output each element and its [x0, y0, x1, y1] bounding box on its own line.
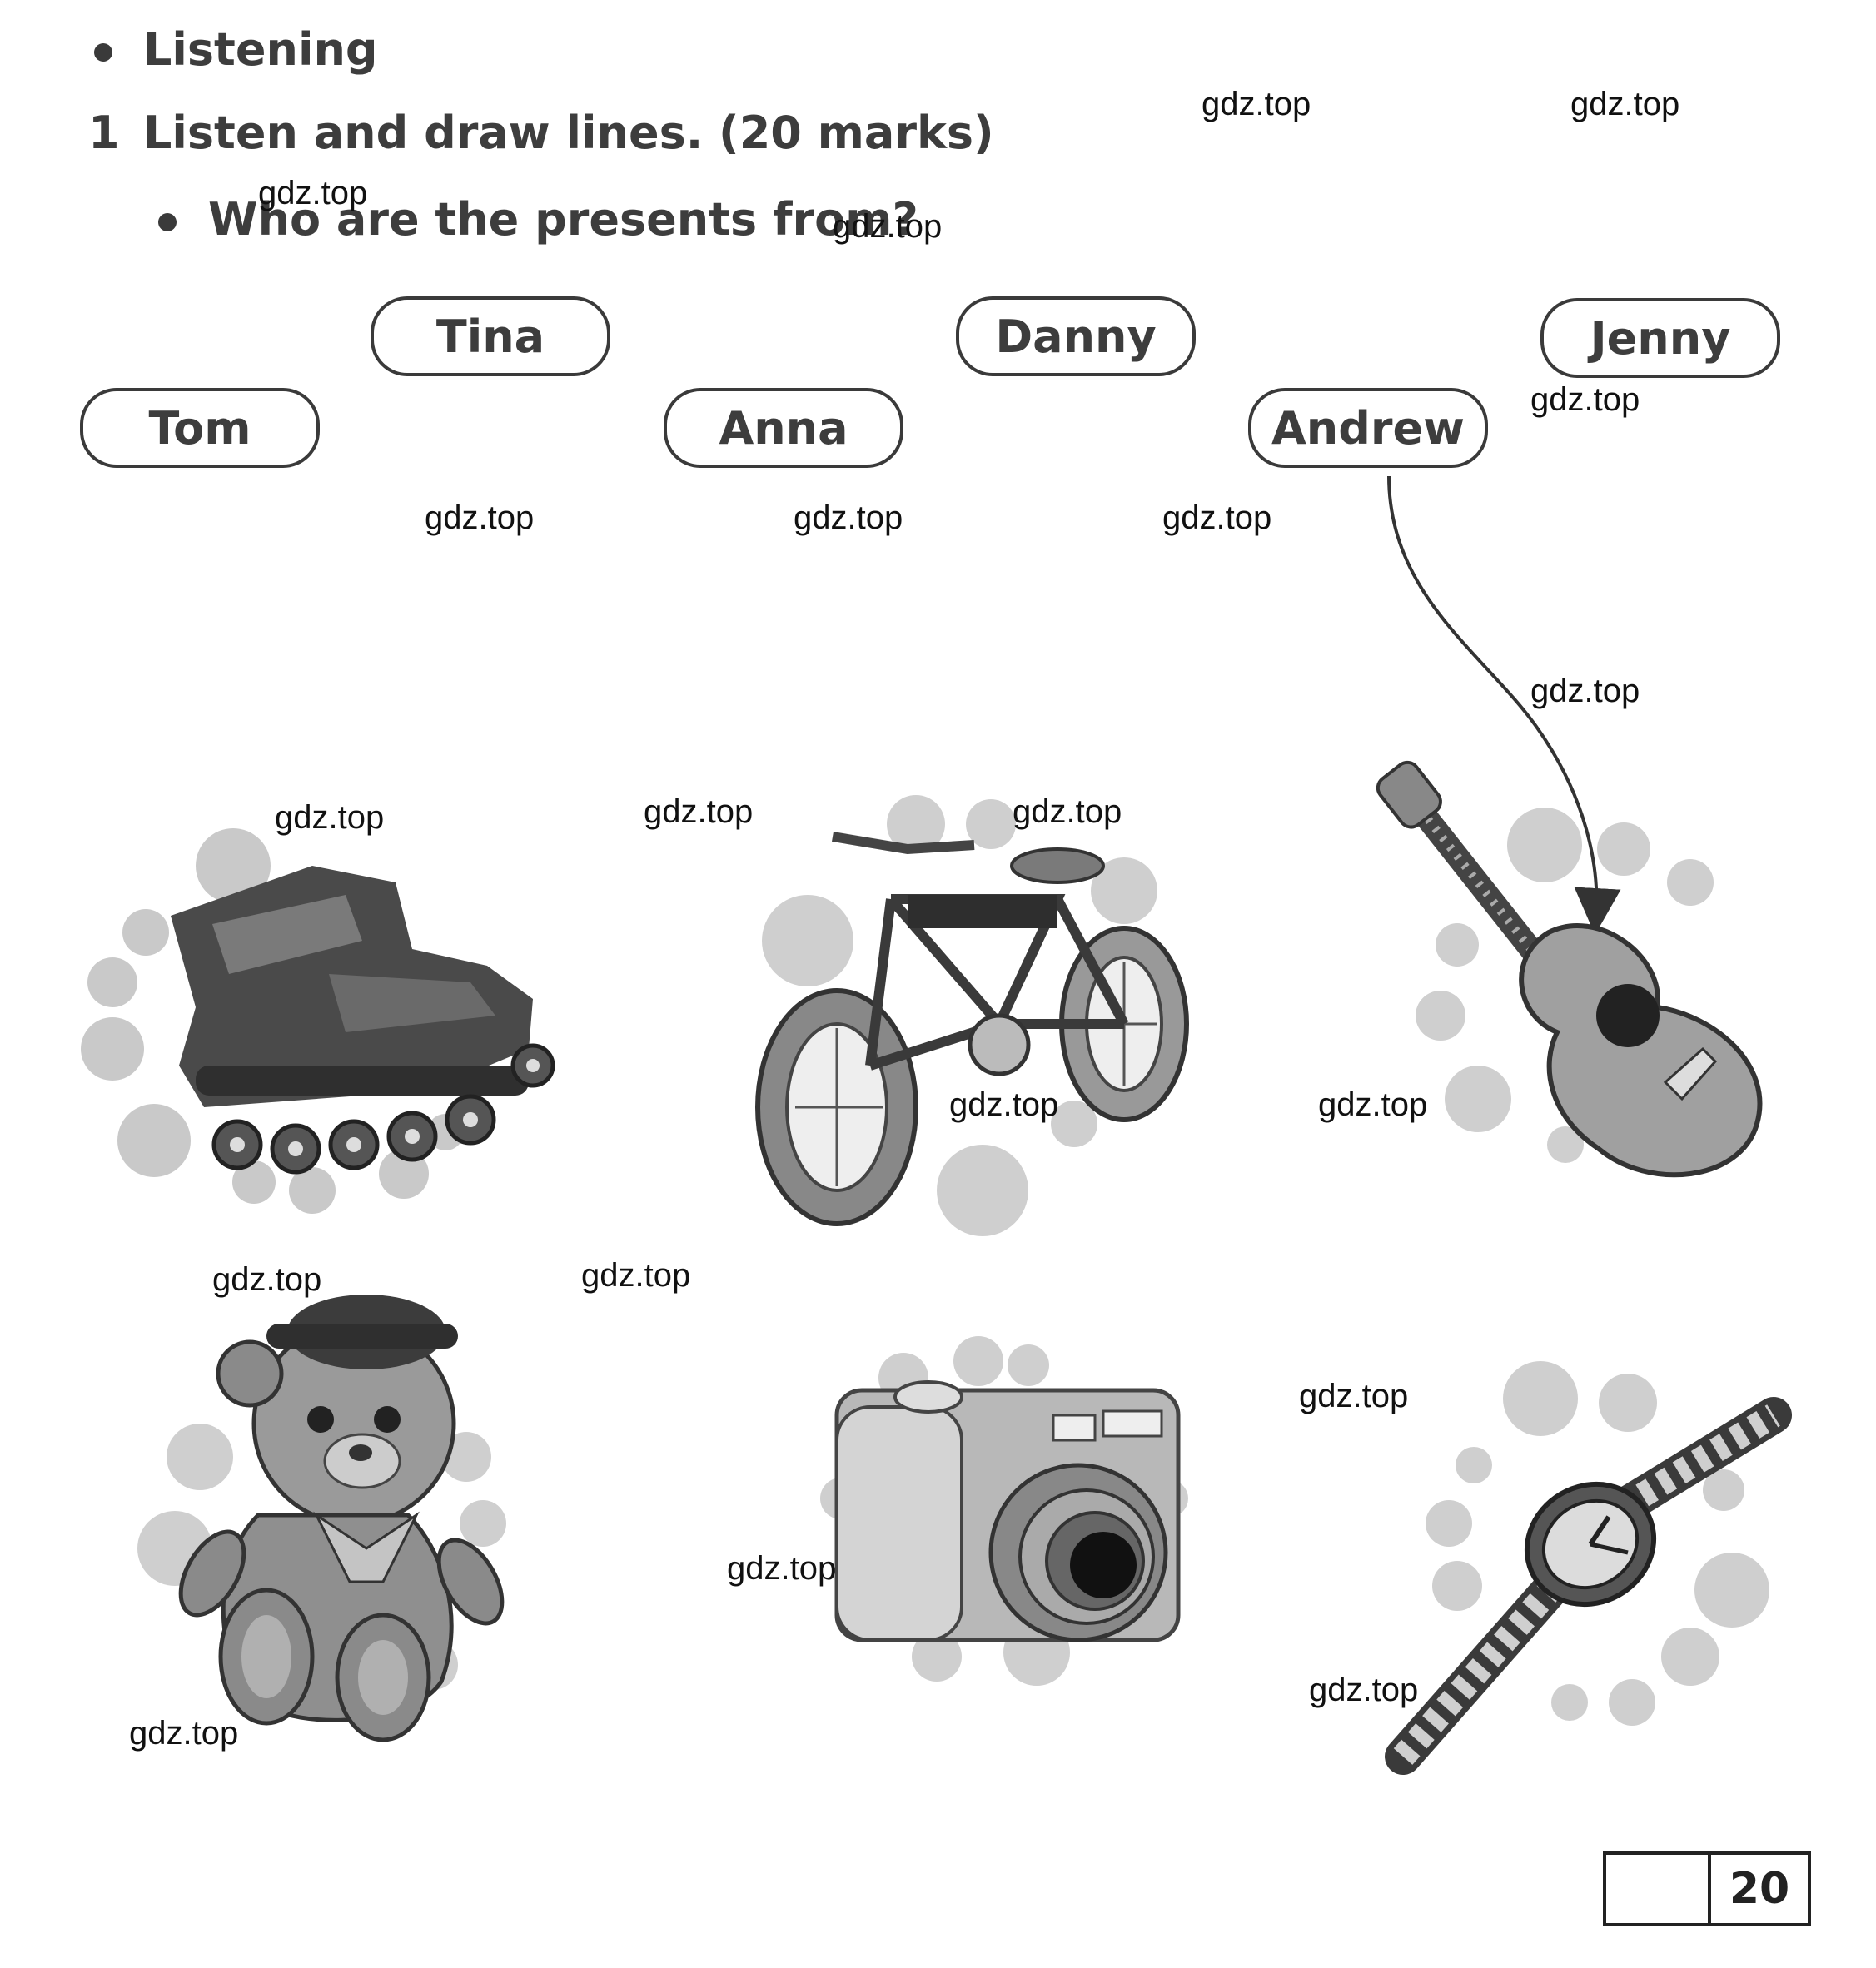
watermark-text: gdz.top	[794, 499, 903, 536]
name-label: Andrew	[1271, 401, 1465, 455]
watermark-text: gdz.top	[1309, 1672, 1419, 1708]
bullet-icon	[158, 213, 177, 231]
camera-picture[interactable]	[820, 1332, 1188, 1686]
name-label: Tom	[148, 401, 251, 455]
watermark-text: gdz.top	[275, 799, 385, 836]
exercise-number: 1	[88, 107, 120, 159]
watermark-text: gdz.top	[425, 499, 535, 536]
bullet-icon	[94, 43, 112, 62]
watermark-text: gdz.top	[1202, 86, 1311, 122]
exercise-instruction: Listen and draw lines. (20 marks)	[143, 107, 994, 159]
watermark-text: gdz.top	[1013, 793, 1122, 830]
watermark-text: gdz.top	[258, 175, 368, 211]
watermark-text: gdz.top	[1299, 1378, 1409, 1414]
guitar-picture[interactable]	[1376, 760, 1807, 1190]
watermark-text: gdz.top	[644, 793, 754, 830]
name-label: Danny	[995, 310, 1157, 363]
roller-skates-picture[interactable]	[79, 816, 570, 1215]
watermark-text: gdz.top	[1570, 86, 1680, 122]
section-title: Listening	[143, 23, 378, 76]
watermark-text: gdz.top	[581, 1257, 691, 1294]
watermark-text: gdz.top	[727, 1550, 837, 1587]
name-box-danny[interactable]: Danny	[956, 296, 1196, 376]
watermark-text: gdz.top	[1530, 381, 1640, 418]
watermark-text: gdz.top	[833, 208, 943, 245]
name-box-anna[interactable]: Anna	[664, 388, 903, 468]
watermark-text: gdz.top	[949, 1086, 1059, 1123]
watermark-text: gdz.top	[1530, 673, 1640, 709]
name-label: Jenny	[1590, 311, 1731, 365]
watermark-text: gdz.top	[212, 1261, 322, 1298]
teddy-bear-picture[interactable]	[133, 1295, 508, 1742]
watermark-text: gdz.top	[129, 1715, 239, 1752]
bicycle-picture[interactable]	[724, 791, 1207, 1240]
question-text: Who are the presents from?	[208, 193, 918, 246]
name-box-tina[interactable]: Tina	[371, 296, 610, 376]
name-box-jenny[interactable]: Jenny	[1540, 298, 1780, 378]
score-total: 20	[1729, 1864, 1790, 1914]
score-box[interactable]: 20	[1603, 1851, 1811, 1926]
name-box-andrew[interactable]: Andrew	[1248, 388, 1488, 468]
watermark-text: gdz.top	[1318, 1086, 1428, 1123]
name-label: Tina	[435, 310, 545, 363]
watch-picture[interactable]	[1385, 1361, 1792, 1775]
watermark-text: gdz.top	[1162, 499, 1272, 536]
score-input-cell[interactable]	[1606, 1855, 1711, 1923]
name-box-tom[interactable]: Tom	[80, 388, 320, 468]
name-label: Anna	[719, 401, 848, 455]
